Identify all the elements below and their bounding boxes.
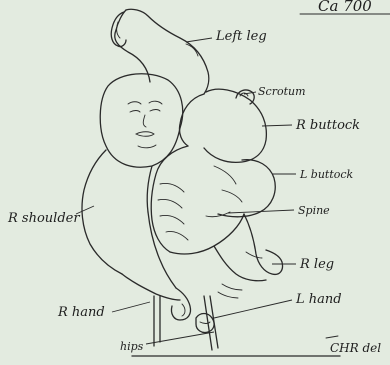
infant-eye-left: [130, 111, 140, 113]
left-foot: [111, 12, 126, 47]
label-left-leg: Left leg: [215, 29, 267, 44]
buttock-upper-edge: [179, 94, 204, 146]
right-hand-fingers: [182, 304, 185, 316]
right-arm: [122, 274, 180, 300]
pointer-r-hand: [112, 302, 150, 312]
label-r-shoulder: R shoulder: [7, 211, 80, 226]
right-shoulder: [82, 150, 122, 274]
back-mass-left: [151, 146, 188, 252]
pointer-spine: [228, 210, 294, 213]
left-buttock: [218, 160, 275, 217]
pointer-l-hand: [214, 300, 292, 318]
label-scrotum: Scrotum: [258, 85, 306, 98]
back-fold-2: [158, 199, 182, 208]
back-fold-1: [160, 183, 184, 192]
infant-chin: [138, 145, 156, 148]
label-hips: hips: [120, 340, 144, 353]
right-buttock: [204, 89, 266, 162]
infant-head: [100, 74, 182, 167]
label-l-hand: L hand: [295, 292, 342, 307]
pointer-r-buttock: [262, 125, 292, 126]
right-foot-toes: [218, 284, 242, 298]
signature: CHR del: [330, 341, 381, 355]
right-hand: [171, 288, 190, 320]
pointer-left-leg: [186, 38, 212, 42]
left-foot-toe: [117, 22, 120, 38]
label-l-buttock: L buttock: [299, 168, 354, 181]
corner-note: Ca 700: [318, 0, 372, 15]
label-r-leg: R leg: [299, 257, 334, 272]
infant-brow-right: [149, 101, 162, 104]
right-foot: [214, 246, 266, 281]
label-r-hand: R hand: [57, 305, 105, 320]
left-hand: [196, 314, 214, 333]
infant-eye-right: [150, 110, 160, 112]
buttock-fold-2: [222, 190, 242, 202]
label-spine: Spine: [298, 204, 330, 217]
pointer-hips: [146, 332, 214, 344]
pointer-r-shoulder: [76, 206, 94, 214]
right-leg-crease: [246, 252, 262, 258]
buttock-fold: [214, 166, 236, 184]
back-fold-3: [160, 215, 184, 224]
signature-mark: [326, 336, 338, 338]
infant-nose: [143, 115, 146, 127]
right-leg: [244, 214, 283, 274]
infant-mouth: [136, 132, 154, 137]
infant-brow-left: [128, 102, 141, 104]
back-fold-4: [166, 231, 188, 240]
label-r-buttock: R buttock: [295, 118, 360, 133]
